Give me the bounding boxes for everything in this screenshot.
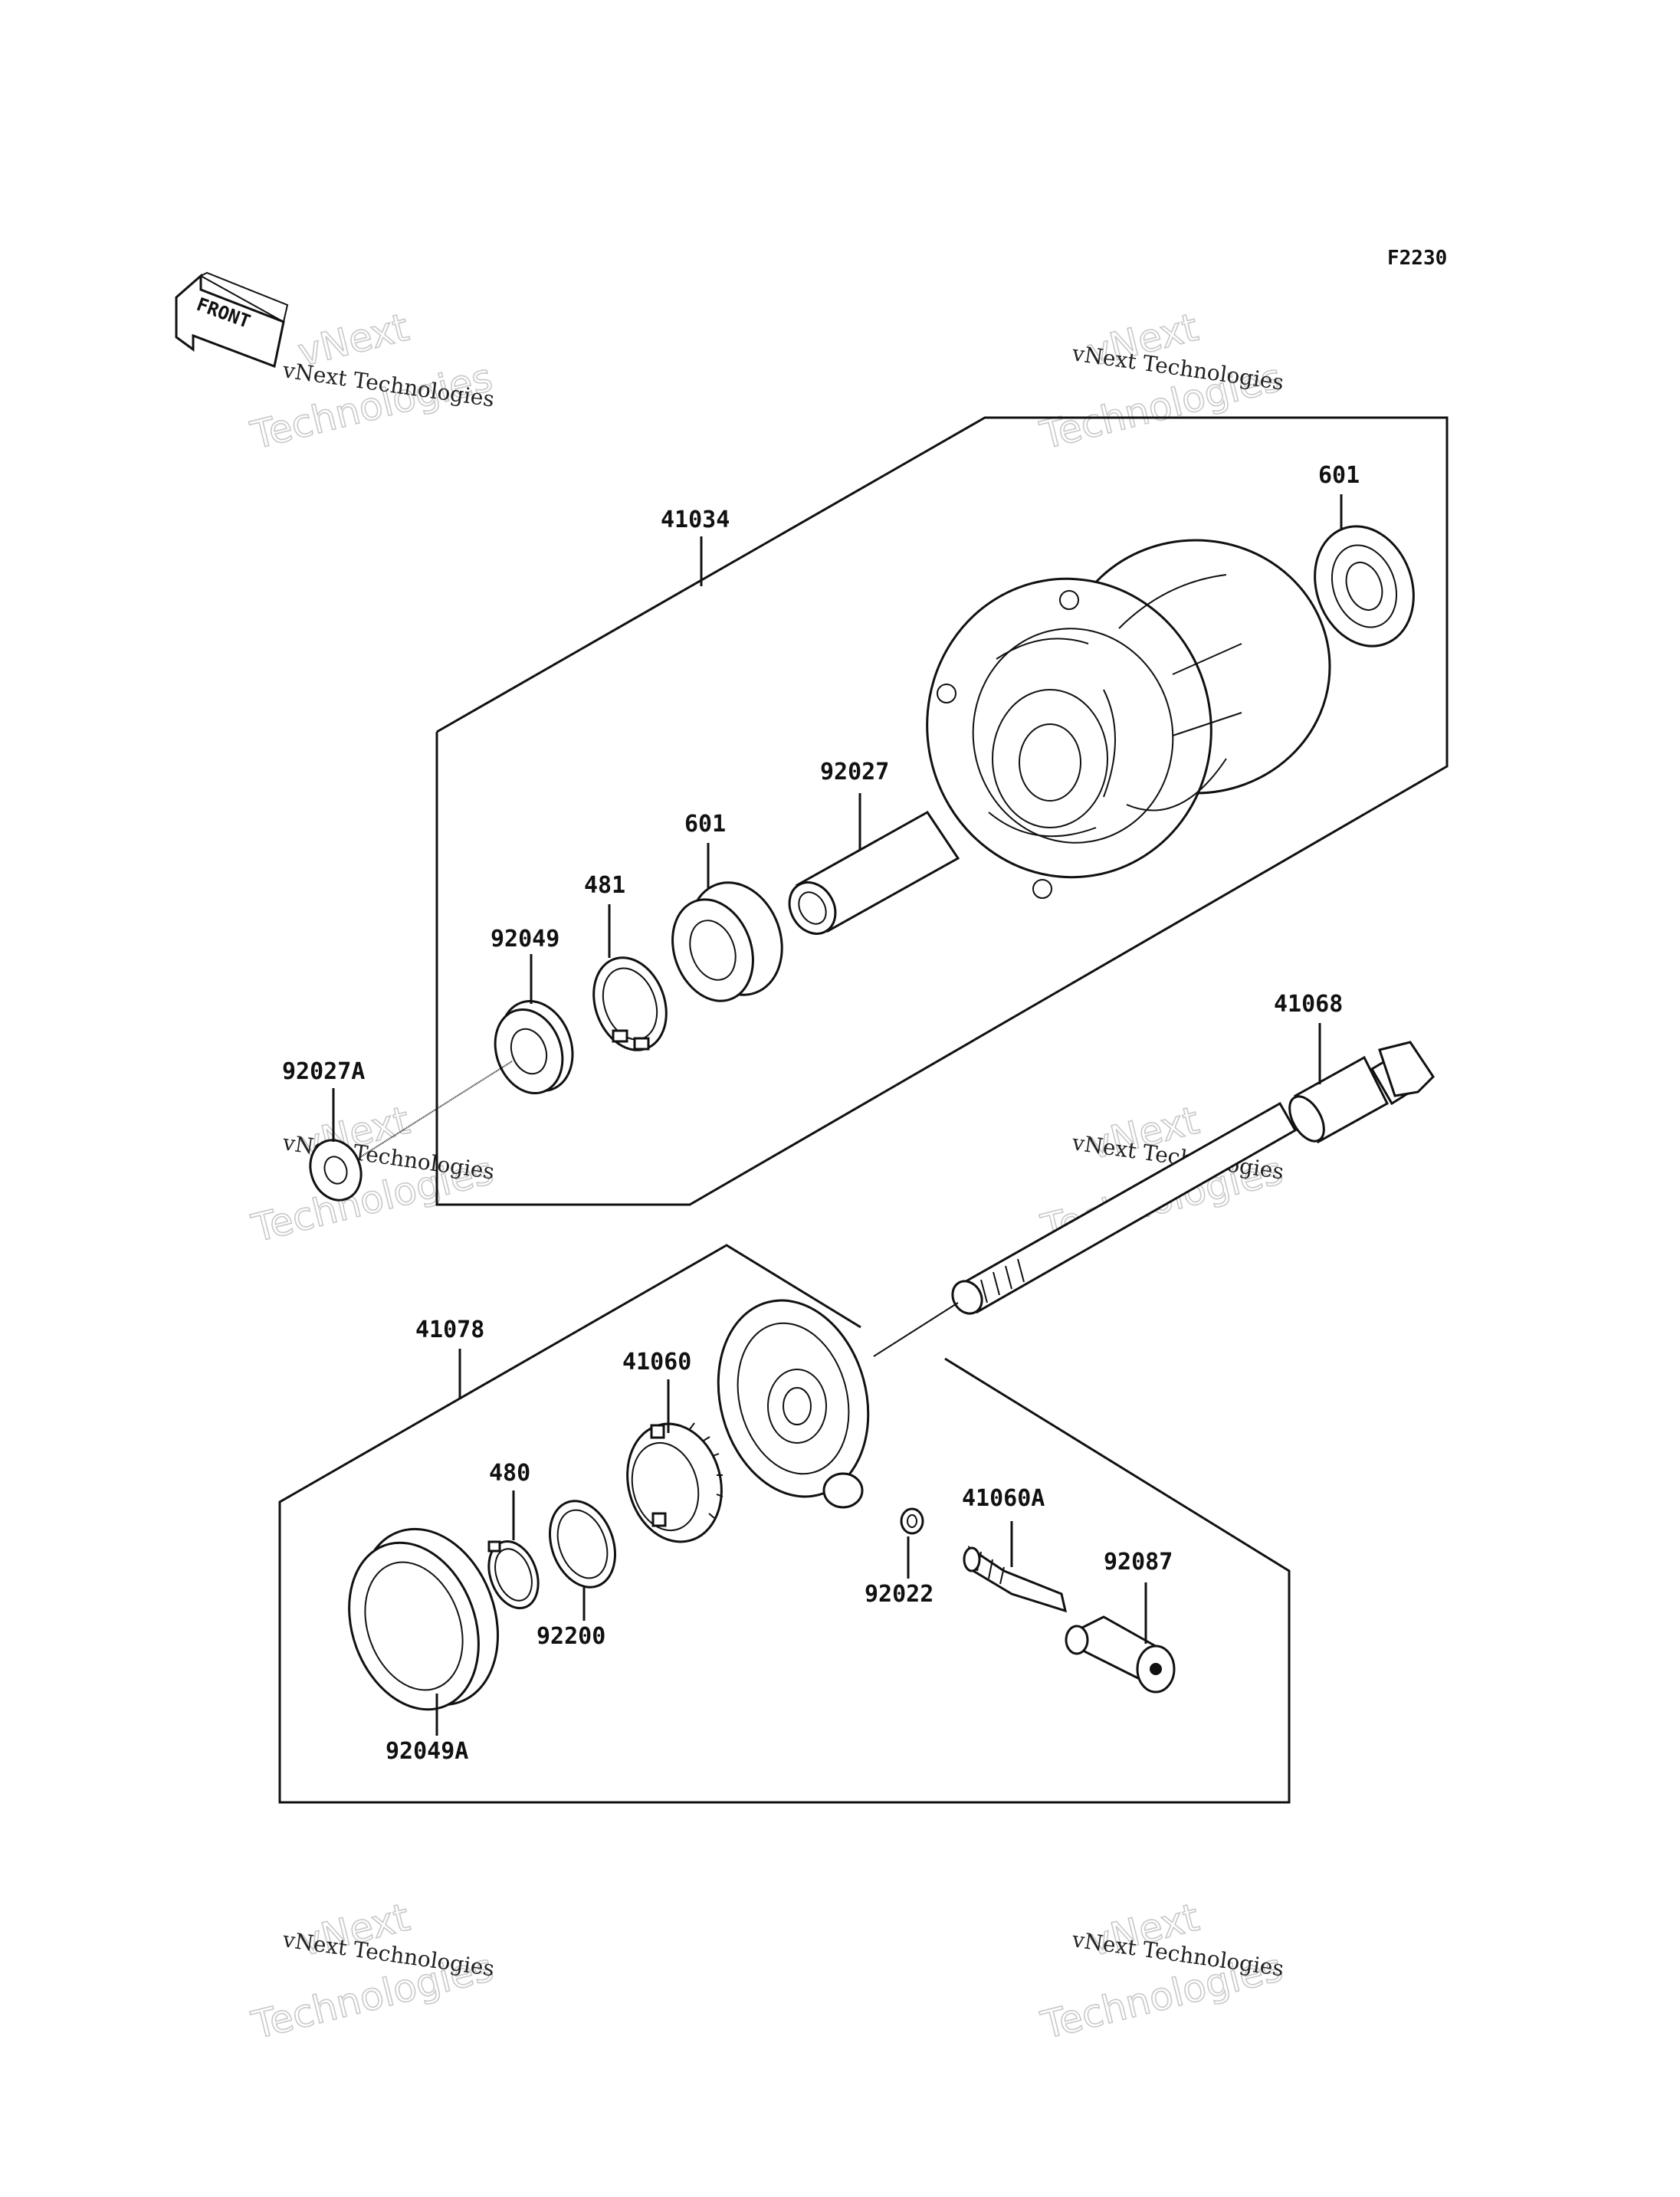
bearing-601-top <box>1314 525 1415 648</box>
pinion-41060A <box>963 1545 1068 1613</box>
wheel-hub <box>926 539 1331 899</box>
oil-seal-92049A <box>348 1527 499 1711</box>
oil-seal-92049 <box>494 1000 574 1095</box>
label-41034: 41034 <box>661 507 730 533</box>
label-601-mid: 601 <box>684 811 726 838</box>
label-92027A: 92027A <box>282 1058 365 1085</box>
label-92022: 92022 <box>865 1581 934 1608</box>
ring-92200 <box>548 1500 617 1589</box>
hub-assembly-frame <box>435 416 1449 1206</box>
circlip-481 <box>592 956 668 1051</box>
circlip-480 <box>487 1540 540 1610</box>
label-92027: 92027 <box>820 759 889 785</box>
label-41068: 41068 <box>1274 991 1343 1018</box>
label-92087: 92087 <box>1104 1549 1173 1576</box>
brake-panel-assembly-frame <box>278 1244 1291 1804</box>
bearing-601-mid <box>671 881 783 1002</box>
label-41060: 41060 <box>622 1349 691 1376</box>
label-92049A: 92049A <box>386 1738 468 1765</box>
brake-panel <box>717 1299 870 1509</box>
washer-92022 <box>900 1507 924 1535</box>
label-41060A: 41060A <box>962 1485 1045 1512</box>
bushing-92087 <box>1065 1615 1176 1694</box>
spacer-92027 <box>788 811 960 935</box>
collar-92027A <box>309 1139 363 1202</box>
axle-41068 <box>951 1041 1435 1315</box>
front-arrow-icon: FRONT <box>175 271 289 369</box>
label-41078: 41078 <box>415 1317 484 1343</box>
label-480: 480 <box>489 1460 530 1487</box>
speedo-gear-41060 <box>626 1422 724 1543</box>
label-481: 481 <box>584 872 625 899</box>
label-601-top: 601 <box>1318 462 1360 489</box>
label-92049: 92049 <box>491 926 559 953</box>
axis-line-axle <box>873 1302 959 1357</box>
diagram-code: F2230 <box>1387 247 1447 270</box>
label-92200: 92200 <box>536 1623 605 1650</box>
